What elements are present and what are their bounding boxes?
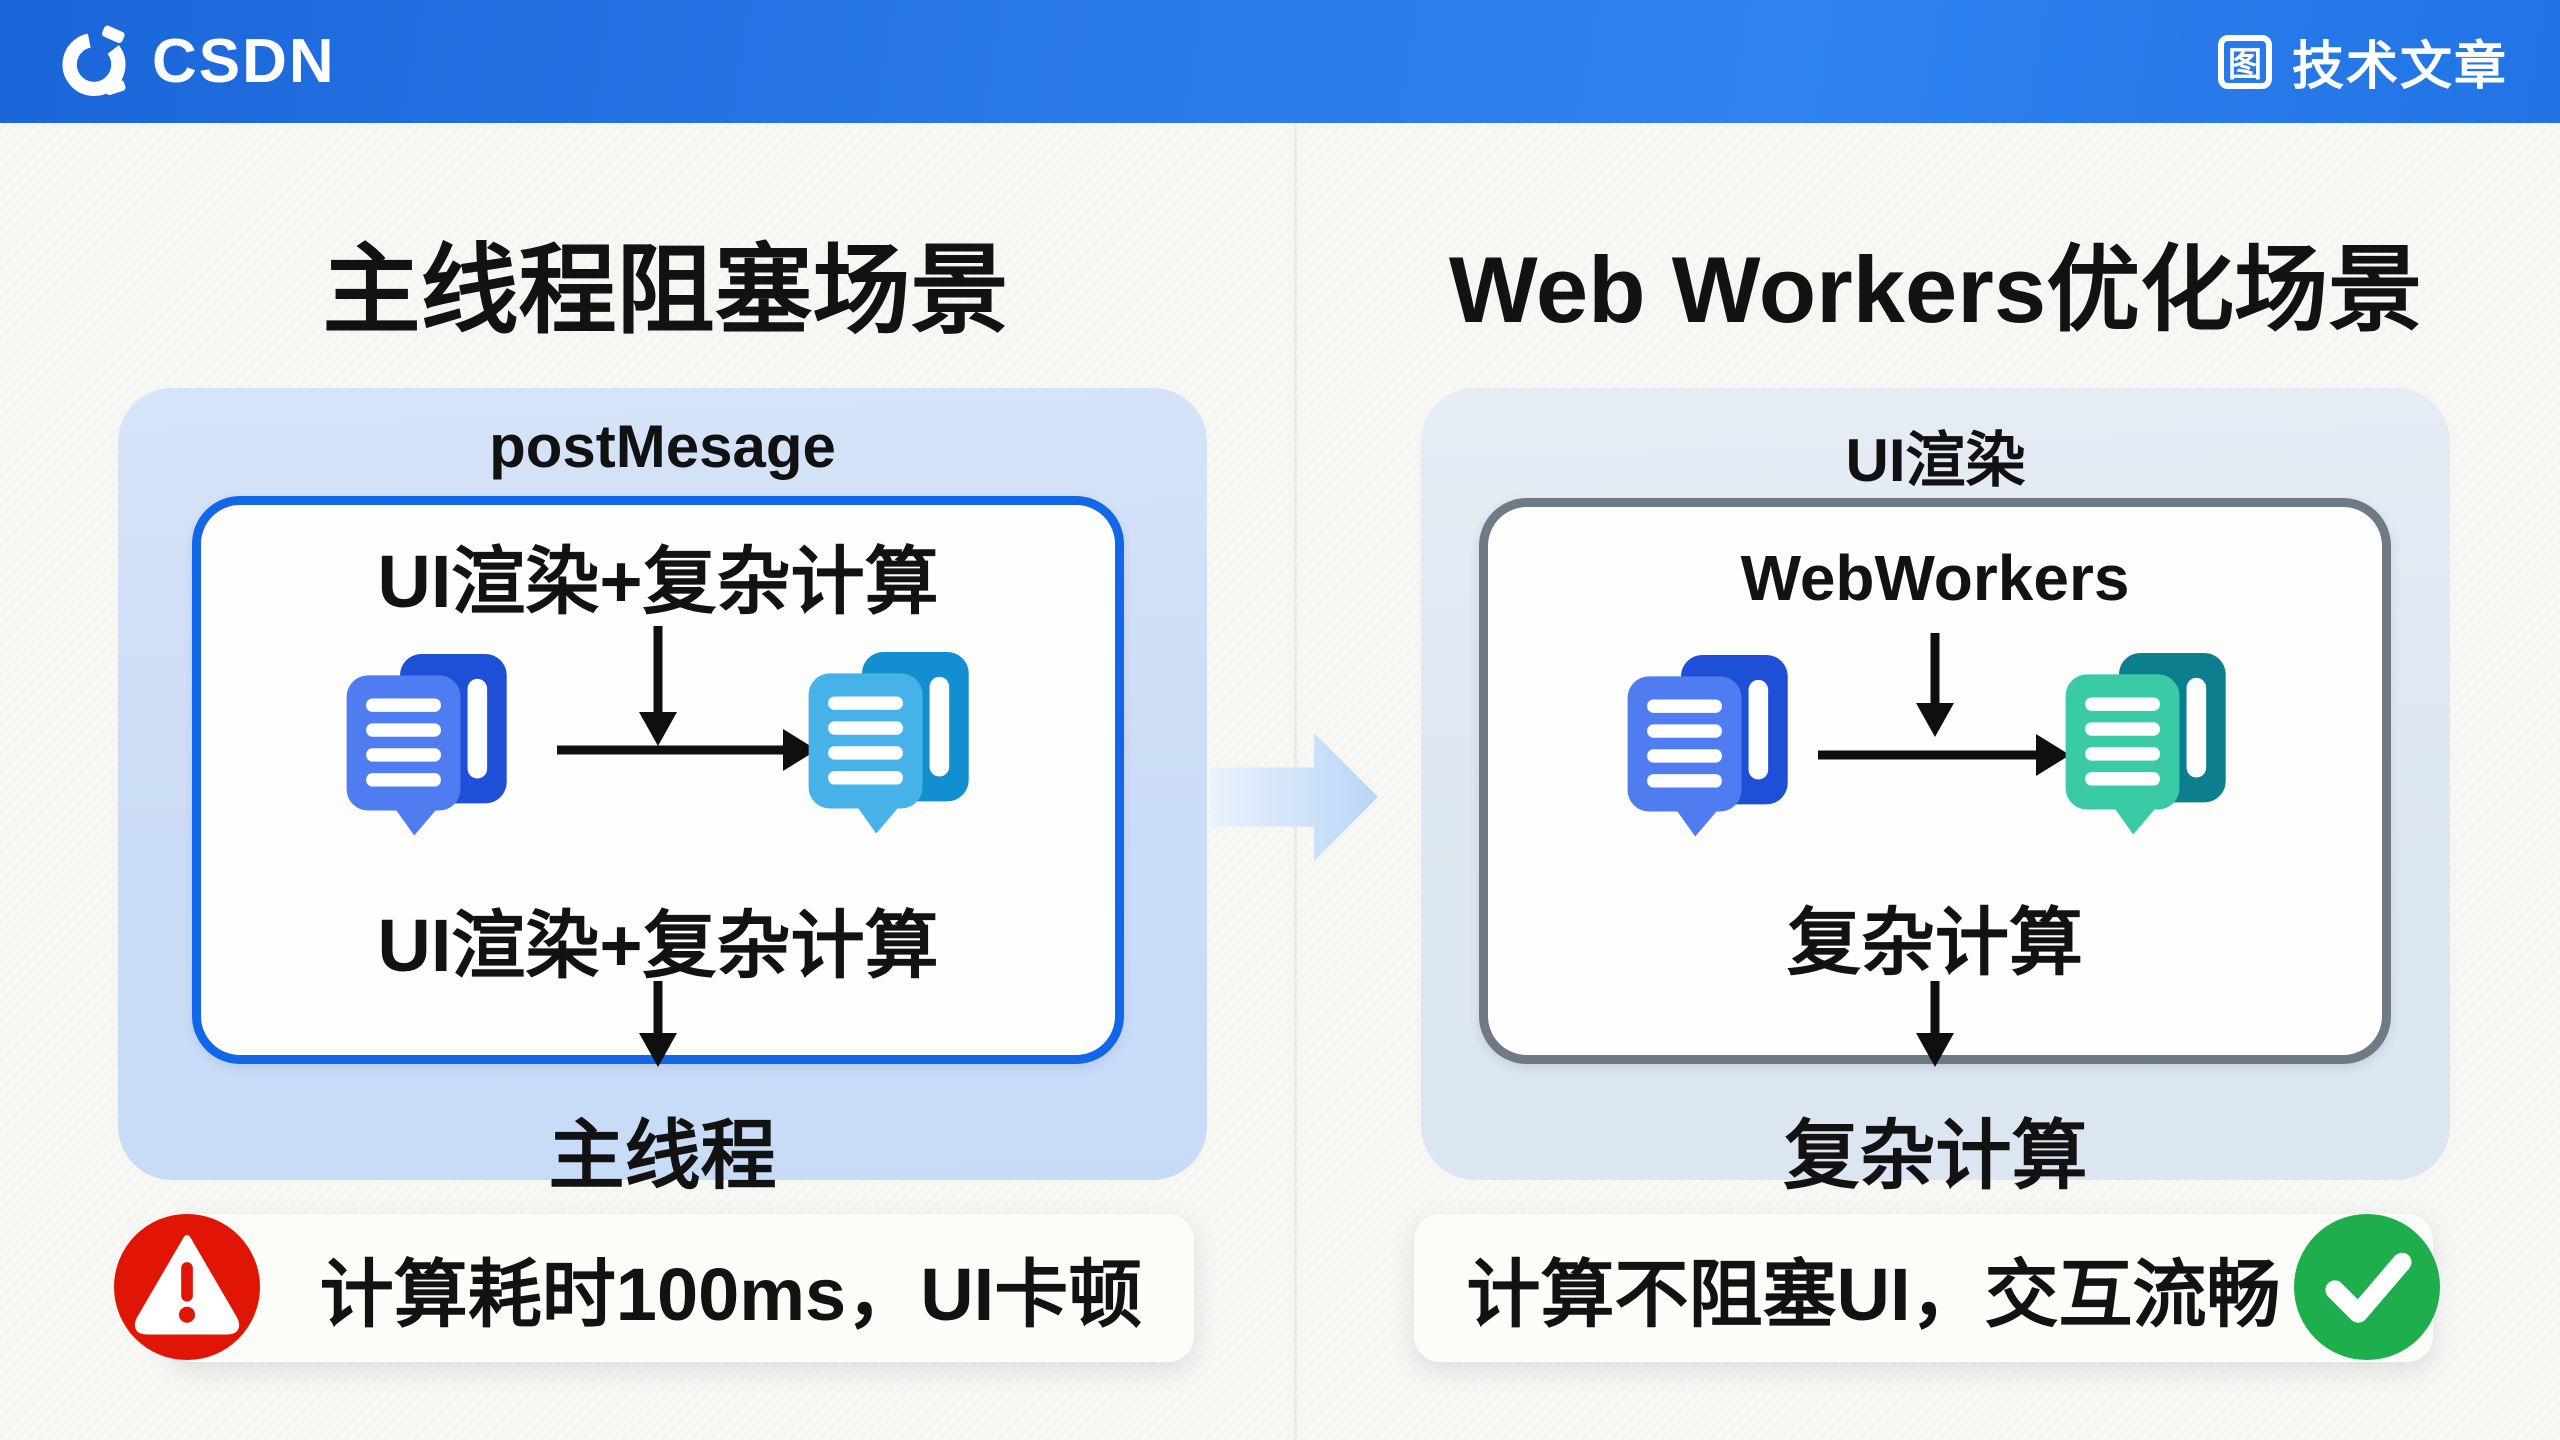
csdn-logo-icon: [52, 20, 136, 104]
right-step-bottom: 复杂计算: [1787, 901, 2083, 984]
left-status-text: 计算耗时100ms，UI卡顿: [319, 1252, 1143, 1336]
warning-icon: [114, 1214, 260, 1360]
success-check-icon: [2294, 1214, 2440, 1360]
web-workers-panel: UI渲染 WebWorkers: [1421, 388, 2450, 1199]
message-doc-icon-blue: [343, 654, 521, 844]
arrow-right-icon: [557, 724, 817, 781]
right-thread-name: 复杂计算: [1783, 1114, 2088, 1199]
message-doc-icon-cyan: [805, 652, 983, 842]
right-status-banner: 计算不阻塞UI，交互流畅: [1414, 1214, 2433, 1362]
message-doc-icon-green: [2062, 653, 2240, 843]
left-thread-name: 主线程: [548, 1114, 777, 1199]
article-badge: 图 技术文章: [2217, 24, 2508, 99]
right-scenario-title: Web Workers优化场景: [1448, 237, 2423, 342]
right-panel-label: UI渲染: [1845, 427, 2026, 494]
article-image-badge-icon: 图: [2217, 34, 2272, 89]
arrow-down-icon: [1913, 633, 1957, 742]
left-scenario-title: 主线程阻塞场景: [322, 235, 1009, 345]
right-thread-box: WebWorkers: [1479, 498, 2391, 1067]
left-status-banner: 计算耗时100ms，UI卡顿: [168, 1214, 1194, 1362]
right-step-top: WebWorkers: [1740, 542, 2130, 614]
arrow-right-icon: [1818, 729, 2070, 786]
right-status-text: 计算不阻塞UI，交互流畅: [1466, 1252, 2281, 1336]
left-step-bottom: UI渲染+复杂计算: [377, 904, 939, 987]
arrow-down-icon: [1913, 981, 1957, 1072]
article-badge-label: 技术文章: [2291, 38, 2508, 96]
left-step-top: UI渲染+复杂计算: [377, 540, 939, 623]
csdn-brand: CSDN: [52, 20, 336, 104]
header-bar: CSDN 图 技术文章: [0, 0, 2560, 123]
arrow-down-icon: [636, 981, 680, 1072]
left-thread-box: UI渲染+复杂计算: [192, 496, 1124, 1067]
brand-text: CSDN: [152, 27, 336, 96]
message-doc-icon-blue: [1624, 655, 1802, 845]
arrow-down-icon: [636, 626, 680, 751]
left-panel-label: postMesage: [489, 413, 836, 480]
main-thread-panel: postMesage UI渲染+复杂计算: [118, 388, 1207, 1199]
